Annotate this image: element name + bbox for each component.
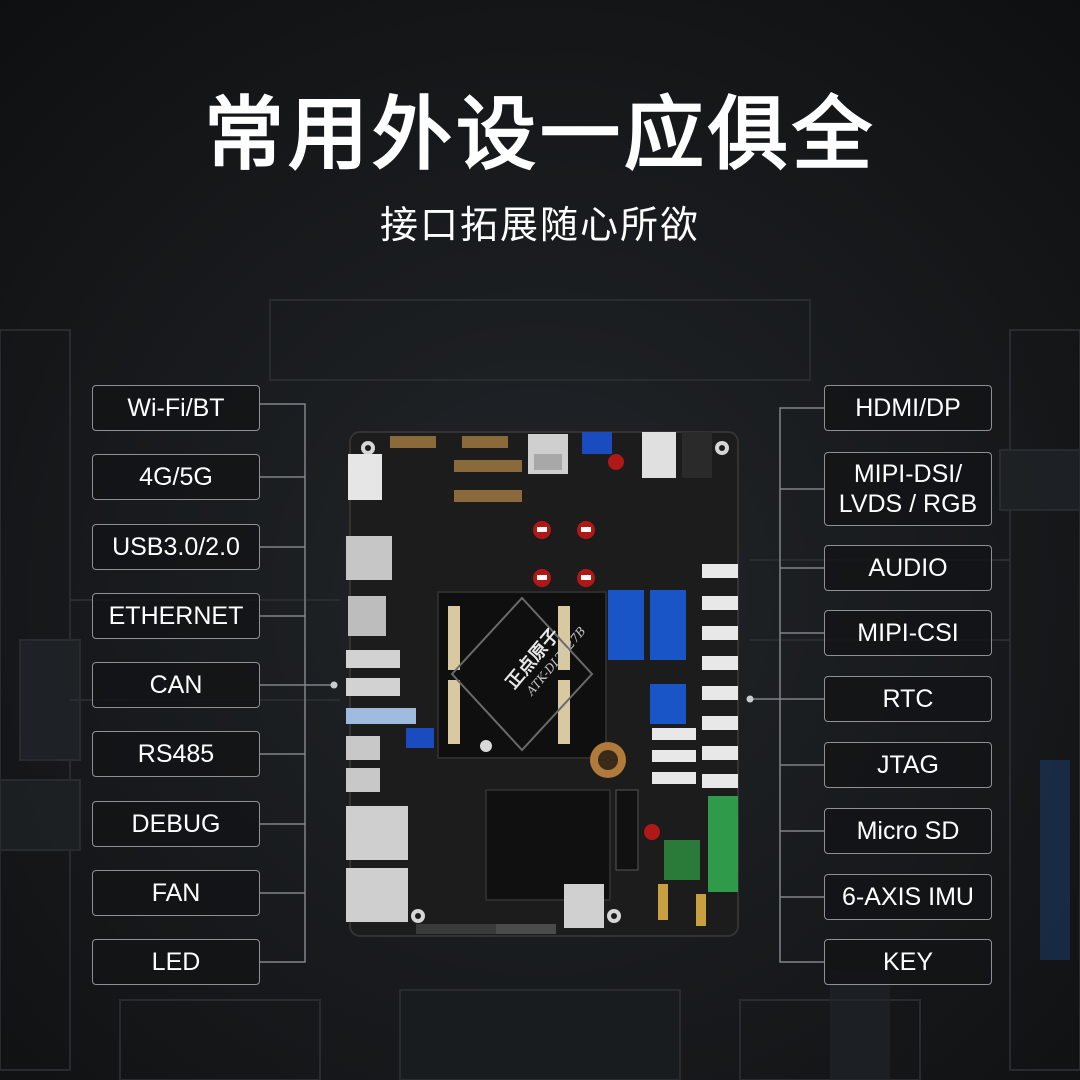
label-led: LED xyxy=(92,939,260,985)
label-rs485: RS485 xyxy=(92,731,260,777)
development-board-image: 正点原子 ATK-DLT527B xyxy=(346,431,739,937)
label-mipi-dsi-lvds-rgb: MIPI-DSI/ LVDS / RGB xyxy=(824,452,992,526)
label-debug: DEBUG xyxy=(92,801,260,847)
label-fan: FAN xyxy=(92,870,260,916)
label-6-axis-imu: 6-AXIS IMU xyxy=(824,874,992,920)
page-title: 常用外设一应俱全 xyxy=(204,88,876,181)
label-4g-5g: 4G/5G xyxy=(92,454,260,500)
label-mipi-csi: MIPI-CSI xyxy=(824,610,992,656)
label-ethernet: ETHERNET xyxy=(92,593,260,639)
label-key: KEY xyxy=(824,939,992,985)
label-usb: USB3.0/2.0 xyxy=(92,524,260,570)
label-mipi-dsi-line1: MIPI-DSI/ xyxy=(853,460,963,488)
label-audio: AUDIO xyxy=(824,545,992,591)
label-hdmi-dp: HDMI/DP xyxy=(824,385,992,431)
label-rtc: RTC xyxy=(824,676,992,722)
label-micro-sd: Micro SD xyxy=(824,808,992,854)
page-subtitle: 接口拓展随心所欲 xyxy=(379,203,700,247)
label-jtag: JTAG xyxy=(824,742,992,788)
label-mipi-dsi-line2: LVDS / RGB xyxy=(838,490,978,518)
label-wifi-bt: Wi-Fi/BT xyxy=(92,385,260,431)
label-can: CAN xyxy=(92,662,260,708)
